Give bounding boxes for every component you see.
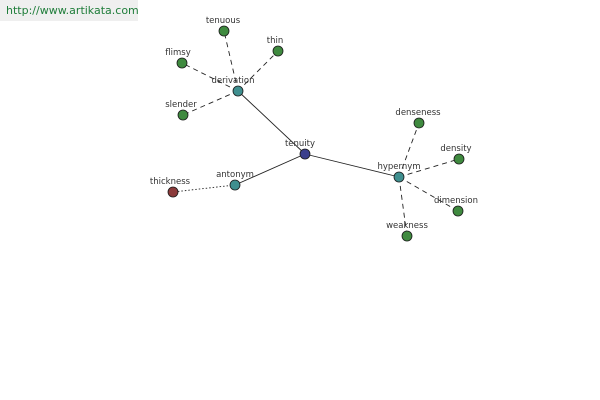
node-dot-thin[interactable]: [272, 45, 284, 57]
node-dimension[interactable]: dimension: [434, 196, 478, 217]
node-dot-derivation[interactable]: [232, 85, 244, 97]
edge-tenuity-antonym: [234, 153, 306, 186]
edge-tenuity-derivation: [237, 90, 306, 155]
nodes-layer: tenuity derivation antonym hypernym tenuous t…: [150, 16, 478, 242]
node-slender[interactable]: slender: [165, 100, 197, 121]
node-label-derivation: derivation: [211, 76, 254, 86]
node-dot-thickness[interactable]: [167, 186, 179, 198]
edge-tenuity-hypernym: [304, 153, 400, 178]
edge-derivation-flimsy: [181, 62, 239, 92]
node-density[interactable]: density: [440, 144, 472, 165]
node-label-dimension: dimension: [434, 196, 478, 206]
edge-hypernym-density: [398, 158, 460, 178]
node-label-thickness: thickness: [150, 177, 191, 187]
node-label-denseness: denseness: [395, 108, 441, 118]
node-dot-antonym[interactable]: [229, 179, 241, 191]
node-label-slender: slender: [165, 100, 197, 110]
node-label-thin: thin: [267, 36, 283, 46]
node-dot-dimension[interactable]: [452, 205, 464, 217]
node-antonym[interactable]: antonym: [216, 170, 254, 191]
node-label-hypernym: hypernym: [377, 162, 420, 172]
node-label-weakness: weakness: [386, 221, 428, 231]
edge-derivation-slender: [182, 90, 239, 116]
node-dot-tenuous[interactable]: [218, 25, 230, 37]
node-flimsy[interactable]: flimsy: [165, 48, 191, 69]
node-weakness[interactable]: weakness: [386, 221, 428, 242]
node-label-tenuous: tenuous: [206, 16, 241, 26]
node-dot-tenuity[interactable]: [299, 148, 311, 160]
node-dot-weakness[interactable]: [401, 230, 413, 242]
node-dot-flimsy[interactable]: [176, 57, 188, 69]
node-tenuity[interactable]: tenuity: [285, 139, 315, 160]
node-dot-density[interactable]: [453, 153, 465, 165]
node-label-tenuity: tenuity: [285, 139, 315, 149]
edge-hypernym-denseness: [398, 122, 420, 178]
node-thickness[interactable]: thickness: [150, 177, 191, 198]
node-dot-denseness[interactable]: [413, 117, 425, 129]
edge-hypernym-dimension: [398, 176, 459, 212]
node-derivation[interactable]: derivation: [211, 76, 255, 97]
node-thin[interactable]: thin: [267, 36, 284, 57]
node-denseness[interactable]: denseness: [395, 108, 441, 129]
node-dot-hypernym[interactable]: [393, 171, 405, 183]
node-dot-slender[interactable]: [177, 109, 189, 121]
edge-derivation-tenuous: [223, 30, 239, 92]
node-tenuous[interactable]: tenuous: [206, 16, 241, 37]
node-label-flimsy: flimsy: [165, 48, 190, 58]
node-label-density: density: [440, 144, 471, 154]
edges-layer: [172, 30, 460, 237]
edge-derivation-thin: [237, 50, 279, 92]
node-hypernym[interactable]: hypernym: [377, 162, 421, 183]
watermark-url: http://www.artikata.com: [0, 0, 139, 21]
node-label-antonym: antonym: [216, 170, 254, 180]
edge-hypernym-weakness: [398, 176, 408, 237]
